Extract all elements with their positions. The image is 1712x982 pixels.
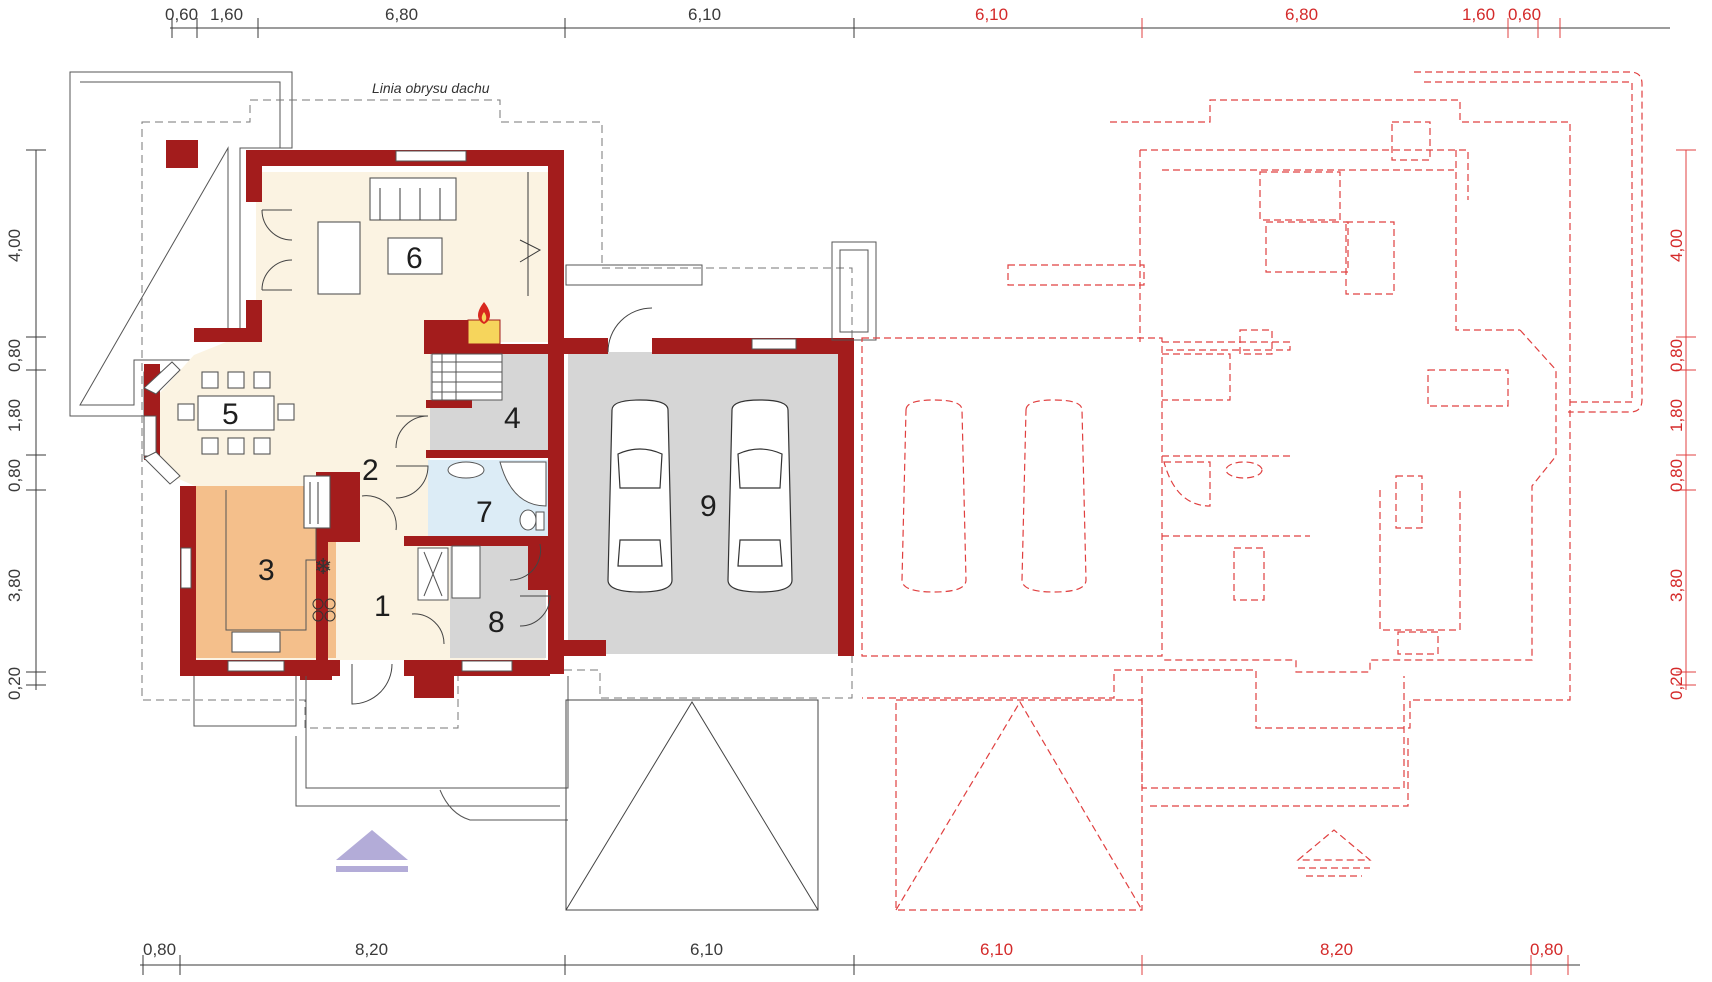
dim-top-2: 1,60 [210, 5, 243, 24]
car-icon [607, 399, 793, 593]
windows [143, 150, 797, 672]
dim-left-1: 4,00 [5, 229, 24, 262]
dim-left-3: 1,80 [5, 399, 24, 432]
room-label-8: 8 [488, 606, 505, 639]
dim-right-2: 0,80 [1667, 339, 1686, 372]
dim-right-4: 0,80 [1667, 459, 1686, 492]
dim-bottom-1: 0,80 [143, 940, 176, 959]
doors [261, 209, 653, 705]
room-label-5: 5 [222, 398, 239, 431]
room-labels: 1 2 3 4 5 6 7 8 9 [222, 242, 717, 639]
kitchen-counter: ❄ [225, 475, 336, 653]
dim-top-mirror-3: 1,60 [1462, 5, 1495, 24]
room-label-1: 1 [374, 590, 391, 623]
dim-top-mirror-1: 6,10 [975, 5, 1008, 24]
room-label-3: 3 [258, 554, 275, 587]
dim-bottom-mirror-1: 6,10 [980, 940, 1013, 959]
room-label-7: 7 [476, 496, 493, 529]
dim-right-6: 0,20 [1667, 667, 1686, 700]
dim-top-mirror-4: 0,60 [1508, 5, 1541, 24]
dim-bottom-2: 8,20 [355, 940, 388, 959]
dim-right-1: 4,00 [1667, 229, 1686, 262]
roof-outline [141, 99, 853, 729]
left-dimension-line: 4,00 0,80 1,80 0,80 3,80 0,20 [5, 149, 46, 700]
right-dimension-line: 4,00 0,80 1,80 0,80 3,80 0,20 [1667, 149, 1696, 700]
stove-icon [312, 598, 336, 622]
dim-left-2: 0,80 [5, 339, 24, 372]
room-label-9: 9 [700, 490, 717, 523]
dim-top-mirror-2: 6,80 [1285, 5, 1318, 24]
dim-right-3: 1,80 [1667, 399, 1686, 432]
fireplace-icon [467, 302, 501, 345]
bottom-dimension-line: 0,80 8,20 6,10 6,10 8,20 0,80 [140, 940, 1580, 975]
stairs [431, 353, 503, 401]
entrance-arrow-icon [336, 830, 408, 872]
carport-roof [565, 699, 819, 911]
dim-left-4: 0,80 [5, 459, 24, 492]
bathroom-fixtures [447, 461, 547, 599]
dining-table [177, 371, 295, 455]
snowflake-icon: ❄ [314, 555, 332, 580]
dim-bottom-mirror-3: 0,80 [1530, 940, 1563, 959]
dim-right-5: 3,80 [1667, 569, 1686, 602]
living-furniture [317, 172, 542, 296]
dim-bottom-3: 6,10 [690, 940, 723, 959]
dim-bottom-mirror-2: 8,20 [1320, 940, 1353, 959]
dim-top-3: 6,80 [385, 5, 418, 24]
wardrobe [417, 547, 449, 601]
dim-top-4: 6,10 [688, 5, 721, 24]
top-dimension-line: 0,60 1,60 6,80 6,10 6,10 6,80 1,60 0,60 [165, 5, 1670, 38]
dim-left-6: 0,20 [5, 667, 24, 700]
mirrored-plan [861, 71, 1643, 911]
dim-top-1: 0,60 [165, 5, 198, 24]
entrance-steps [193, 676, 569, 821]
room-label-6: 6 [406, 242, 423, 275]
roof-outline-label: Linia obrysu dachu [372, 80, 490, 96]
shafts [565, 241, 877, 341]
room-label-4: 4 [504, 402, 521, 435]
room-label-2: 2 [362, 454, 379, 487]
dim-left-5: 3,80 [5, 569, 24, 602]
